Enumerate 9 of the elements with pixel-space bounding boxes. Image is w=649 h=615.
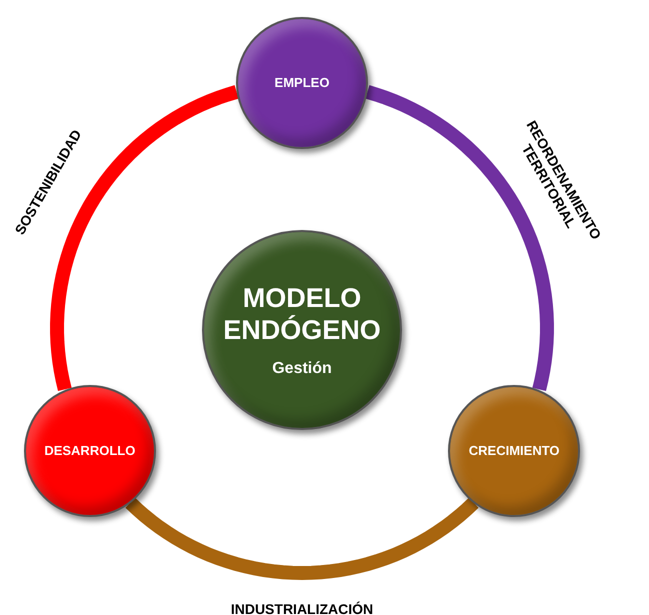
node-title: DESARROLLO: [44, 442, 136, 458]
ring-arc-connector: [125, 498, 479, 580]
ring-arc-connector: [365, 85, 554, 392]
node-title: CRECIMIENTO: [468, 442, 560, 458]
node-subtitle: Gestión: [272, 358, 332, 378]
node-title: EMPLEO: [274, 75, 330, 91]
ring-arc-connector: [50, 85, 239, 392]
edge-label: INDUSTRIALIZACIÓN: [230, 601, 374, 615]
node-title: MODELO ENDÓGENO: [222, 282, 382, 347]
